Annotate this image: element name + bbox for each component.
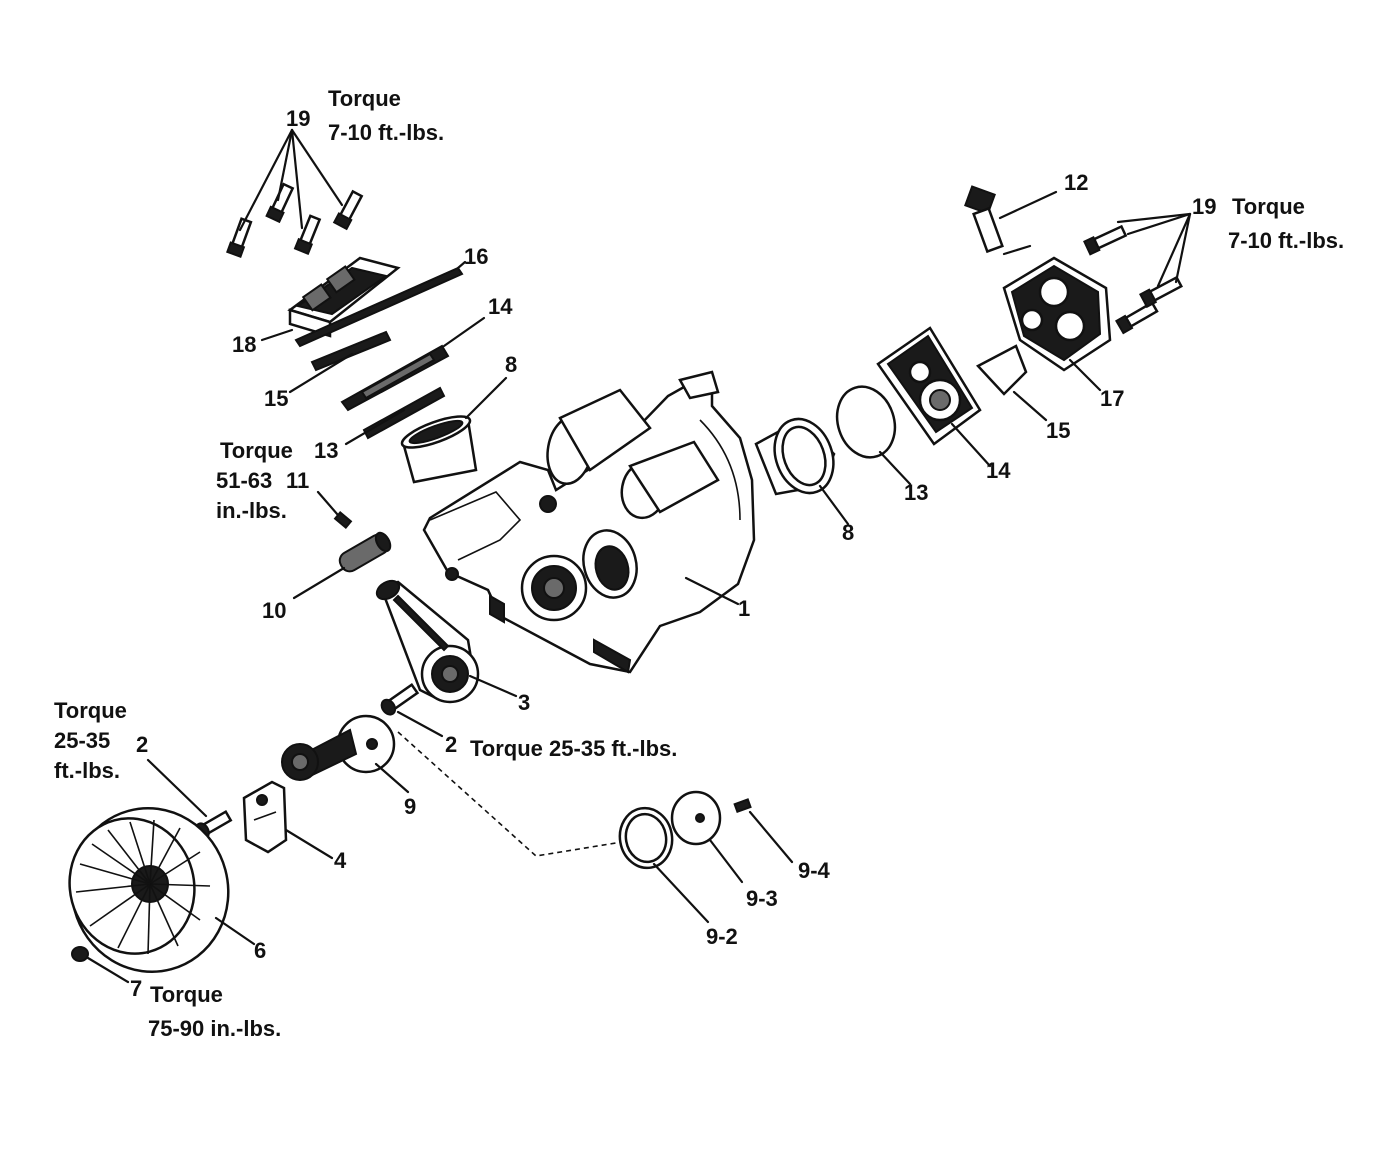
leader-18 xyxy=(260,328,294,342)
screw-9-4 xyxy=(733,798,752,814)
label-14-right: 14 xyxy=(986,458,1011,483)
cylinder-head-17 xyxy=(1002,256,1112,372)
torque-2-fan-line2: 25-35 xyxy=(54,728,110,753)
torque-19-right-line1: Torque xyxy=(1232,194,1305,219)
leader-19-left xyxy=(238,128,344,232)
label-6: 6 xyxy=(254,938,266,963)
gaskets-16-15 xyxy=(294,266,464,372)
leader-3 xyxy=(468,674,518,698)
label-19-right: 19 xyxy=(1192,194,1216,219)
label-19-left: 19 xyxy=(286,106,310,131)
label-13-left: 13 xyxy=(314,438,338,463)
label-17: 17 xyxy=(1100,386,1124,411)
label-14-left: 14 xyxy=(488,294,513,319)
leader-15-left xyxy=(288,352,354,394)
label-18: 18 xyxy=(232,332,256,357)
torque-11-line1: Torque xyxy=(220,438,293,463)
leader-2-rod xyxy=(396,710,444,738)
fan-6 xyxy=(68,807,230,973)
connecting-rod-3 xyxy=(375,579,480,704)
leader-17 xyxy=(1068,358,1102,392)
leader-9 xyxy=(374,762,410,794)
dashed-leader-9-2 xyxy=(397,731,623,857)
bolts-19-right xyxy=(1083,224,1183,335)
leader-13-right xyxy=(878,450,912,486)
torque-19-left-line1: Torque xyxy=(328,86,401,111)
gasket-13-left xyxy=(362,386,446,440)
label-7: 7 xyxy=(130,976,142,1001)
leader-9-2 xyxy=(652,862,710,924)
torque-11-line3: in.-lbs. xyxy=(216,498,287,523)
leader-14-right xyxy=(950,422,992,468)
torque-7-line2: 75-90 in.-lbs. xyxy=(148,1016,281,1041)
label-1: 1 xyxy=(738,596,750,621)
label-16: 16 xyxy=(464,244,488,269)
sleeve-8-left xyxy=(400,415,478,484)
ring-9-2 xyxy=(618,806,674,870)
torque-2-fan-line1: Torque xyxy=(54,698,127,723)
bolt-2-rod xyxy=(380,682,420,716)
label-8-left: 8 xyxy=(505,352,517,377)
part-labels: 1 2 2 3 4 6 7 8 8 9 9-2 9-3 9-4 10 11 12… xyxy=(130,106,1216,1001)
label-15-left: 15 xyxy=(264,386,288,411)
label-15-right: 15 xyxy=(1046,418,1070,443)
leader-6 xyxy=(214,916,256,946)
leader-4 xyxy=(284,828,334,860)
leader-2-fan xyxy=(146,758,208,818)
label-9-4: 9-4 xyxy=(798,858,831,883)
label-11: 11 xyxy=(286,468,309,493)
crankcase-1 xyxy=(422,370,756,674)
label-10: 10 xyxy=(262,598,286,623)
torque-19-right-line2: 7-10 ft.-lbs. xyxy=(1228,228,1344,253)
eccentric-9 xyxy=(281,714,396,781)
torque-2-fan-line3: ft.-lbs. xyxy=(54,758,120,783)
disc-9-3 xyxy=(670,790,722,846)
counterweight-4 xyxy=(242,780,288,854)
sleeve-8-right xyxy=(754,417,836,496)
torque-specs: Torque 7-10 ft.-lbs. Torque 7-10 ft.-lbs… xyxy=(54,86,1344,1041)
bolts-19-left xyxy=(226,182,364,258)
label-9-2: 9-2 xyxy=(706,924,738,949)
label-4: 4 xyxy=(334,848,347,873)
label-9: 9 xyxy=(404,794,416,819)
leader-9-4 xyxy=(748,810,794,864)
leader-16 xyxy=(456,260,467,270)
screw-11 xyxy=(316,490,353,529)
torque-19-left-line2: 7-10 ft.-lbs. xyxy=(328,120,444,145)
plug-12 xyxy=(964,185,1058,256)
torque-2-rod: Torque 25-35 ft.-lbs. xyxy=(470,736,677,761)
leader-9-3 xyxy=(708,838,744,884)
label-12: 12 xyxy=(1064,170,1088,195)
leader-7 xyxy=(86,956,130,984)
leader-8-left xyxy=(464,376,508,420)
label-8-right: 8 xyxy=(842,520,854,545)
leader-1 xyxy=(684,576,740,606)
leader-15-right xyxy=(1012,390,1048,422)
label-13-right: 13 xyxy=(904,480,928,505)
label-9-3: 9-3 xyxy=(746,886,778,911)
gasket-13-right xyxy=(835,385,897,459)
leader-13-left xyxy=(344,408,406,446)
nut-7 xyxy=(71,946,89,962)
label-2-fan: 2 xyxy=(136,732,148,757)
reed-14-left xyxy=(340,344,450,412)
gasket-15-right xyxy=(975,344,1028,396)
reed-valve-14-right xyxy=(876,326,982,446)
label-3: 3 xyxy=(518,690,530,715)
torque-7-line1: Torque xyxy=(150,982,223,1007)
label-2-rod: 2 xyxy=(445,732,457,757)
leader-10 xyxy=(292,566,346,600)
torque-11-line2: 51-63 xyxy=(216,468,272,493)
leader-14-left xyxy=(442,316,486,348)
leader-19-right xyxy=(1116,212,1192,288)
wrist-pin-10 xyxy=(338,531,392,573)
leader-8-right xyxy=(818,484,850,526)
